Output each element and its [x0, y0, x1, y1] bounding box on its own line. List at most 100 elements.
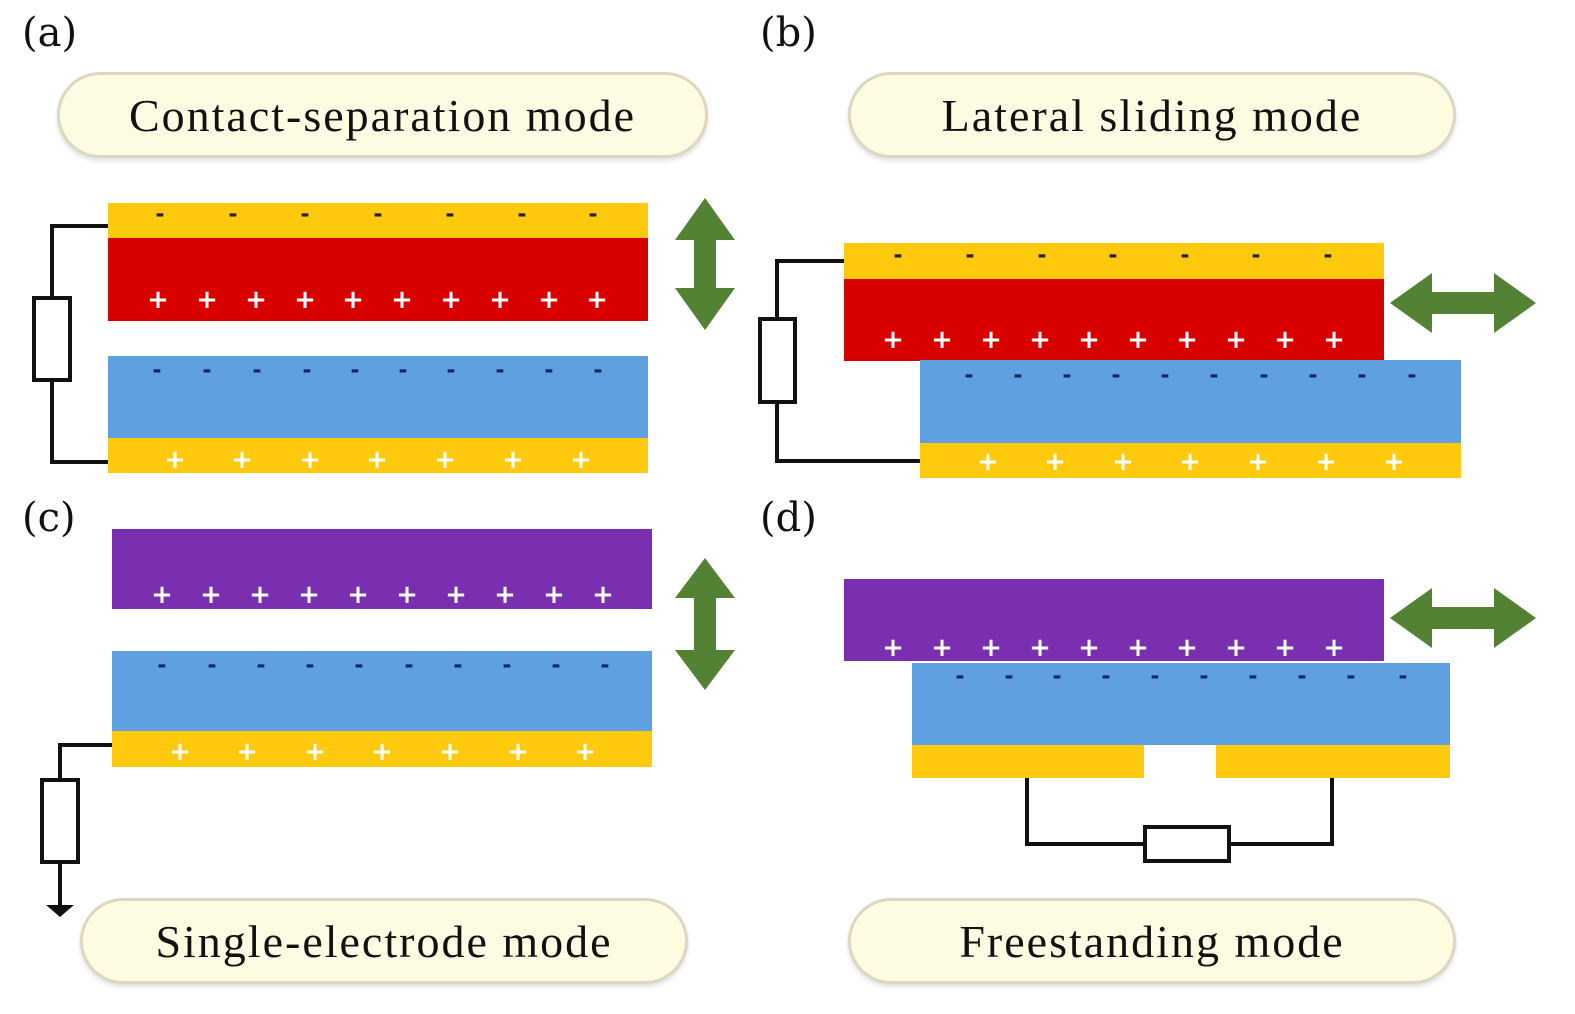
positive-charge: + [574, 737, 596, 767]
negative-charge: - [404, 654, 413, 679]
negative-charge: - [350, 359, 359, 384]
positive-charge: + [586, 285, 608, 315]
positive-charge: + [200, 580, 222, 610]
positive-charge: + [980, 325, 1002, 355]
resistor [32, 296, 72, 382]
positive-charge: + [1029, 633, 1051, 663]
negative-charge: - [965, 244, 974, 269]
negative-charge: - [1209, 364, 1218, 389]
electrode-top [844, 243, 1384, 279]
negative-charge: - [1004, 665, 1013, 690]
positive-charge: + [342, 285, 364, 315]
positive-charge: + [147, 285, 169, 315]
positive-charge: + [489, 285, 511, 315]
wire [50, 224, 108, 464]
positive-charge: + [1225, 325, 1247, 355]
positive-charge: + [507, 737, 529, 767]
positive-charge: + [1078, 325, 1100, 355]
positive-charge: + [1383, 447, 1405, 477]
negative-charge: - [1052, 665, 1061, 690]
positive-charge: + [494, 580, 516, 610]
negative-charge: - [1160, 364, 1169, 389]
object-positive [112, 529, 652, 609]
negative-charge: - [228, 203, 237, 228]
negative-charge: - [551, 654, 560, 679]
positive-charge: + [445, 580, 467, 610]
panel-label-b: (b) [760, 10, 817, 56]
horizontal-arrow-icon [1390, 273, 1536, 333]
negative-charge: - [1101, 665, 1110, 690]
dielectric-negative [912, 663, 1450, 745]
negative-charge: - [893, 244, 902, 269]
positive-charge: + [231, 445, 253, 475]
wire [775, 259, 920, 463]
negative-charge: - [1251, 244, 1260, 269]
positive-charge: + [440, 285, 462, 315]
electrode-bottom [108, 438, 648, 473]
positive-charge: + [249, 580, 271, 610]
positive-charge: + [1179, 447, 1201, 477]
negative-charge: - [600, 654, 609, 679]
positive-charge: + [298, 580, 320, 610]
panel-label-a: (a) [22, 10, 78, 56]
positive-charge: + [931, 633, 953, 663]
positive-charge: + [1176, 325, 1198, 355]
negative-charge: - [398, 359, 407, 384]
charges-a: -------++++++++++----------+++++++ [147, 203, 608, 476]
positive-charge: + [882, 633, 904, 663]
title-contact-separation: Contact-separation mode [57, 72, 708, 158]
positive-charge: + [245, 285, 267, 315]
positive-charge: + [151, 580, 173, 610]
negative-charge: - [1199, 665, 1208, 690]
negative-charge: - [544, 359, 553, 384]
negative-charge: - [1259, 364, 1268, 389]
positive-charge: + [882, 325, 904, 355]
vertical-arrow-icon [675, 558, 735, 690]
negative-charge: - [1108, 244, 1117, 269]
positive-charge: + [1029, 325, 1051, 355]
panel-a-device: -------++++++++++----------+++++++ [32, 198, 735, 476]
positive-charge: + [299, 445, 321, 475]
panel-c-device: ++++++++++----------+++++++ [40, 529, 735, 917]
positive-charge: + [396, 580, 418, 610]
negative-charge: - [446, 359, 455, 384]
negative-charge: - [1308, 364, 1317, 389]
negative-charge: - [588, 203, 597, 228]
positive-charge: + [164, 445, 186, 475]
negative-charge: - [373, 203, 382, 228]
dielectric-negative [920, 360, 1461, 443]
negative-charge: - [1013, 364, 1022, 389]
negative-charge: - [445, 203, 454, 228]
dielectric-negative [112, 651, 652, 731]
panel-b-device: -------++++++++++----------+++++++ [758, 243, 1536, 478]
object-positive [844, 579, 1384, 661]
positive-charge: + [304, 737, 326, 767]
positive-charge: + [1176, 633, 1198, 663]
positive-charge: + [439, 737, 461, 767]
positive-charge: + [570, 445, 592, 475]
negative-charge: - [955, 665, 964, 690]
negative-charge: - [453, 654, 462, 679]
negative-charge: - [1346, 665, 1355, 690]
positive-charge: + [1078, 633, 1100, 663]
charges-b: -------++++++++++----------+++++++ [882, 244, 1416, 478]
negative-charge: - [1111, 364, 1120, 389]
positive-charge: + [502, 445, 524, 475]
negative-charge: - [155, 203, 164, 228]
electrode-top [108, 203, 648, 238]
electrode-bottom [920, 443, 1461, 478]
negative-charge: - [354, 654, 363, 679]
positive-charge: + [371, 737, 393, 767]
negative-charge: - [1398, 665, 1407, 690]
positive-charge: + [538, 285, 560, 315]
resistor [1143, 825, 1231, 863]
positive-charge: + [543, 580, 565, 610]
charges-d: ++++++++++---------- [882, 633, 1407, 690]
negative-charge: - [1407, 364, 1416, 389]
positive-charge: + [391, 285, 413, 315]
positive-charge: + [1274, 633, 1296, 663]
title-single-electrode: Single-electrode mode [80, 898, 688, 984]
positive-charge: + [1044, 447, 1066, 477]
dielectric-positive [844, 279, 1384, 361]
dielectric-negative [108, 356, 648, 438]
